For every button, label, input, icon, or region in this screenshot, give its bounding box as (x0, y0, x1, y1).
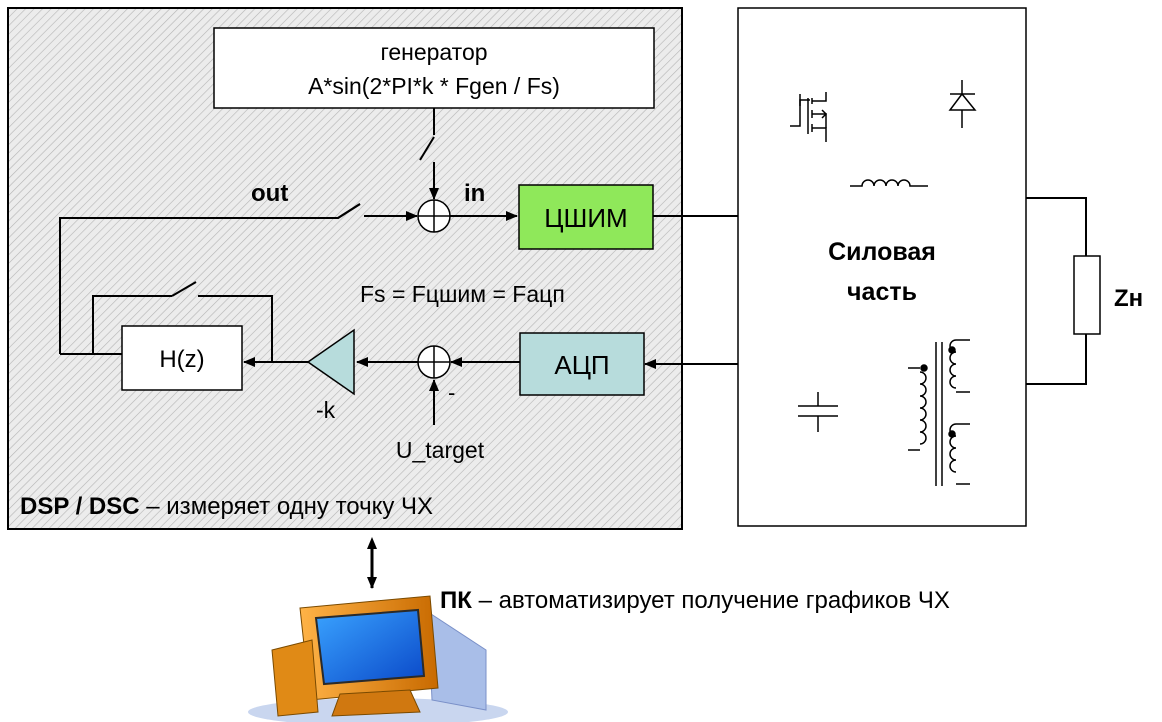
load-impedance (1073, 255, 1101, 335)
load-label: Zн (1114, 285, 1143, 312)
gain-amplifier (306, 328, 355, 396)
power-stage-label-1: Силовая (828, 238, 936, 266)
minus-sign: - (448, 380, 455, 405)
filter-block (121, 325, 243, 391)
mosfet-icon (790, 92, 828, 142)
adc-label: АЦП (554, 350, 609, 380)
gain-label: -k (316, 397, 336, 423)
pc-caption: ПК – автоматизирует получение графиков Ч… (440, 587, 950, 614)
out-switch (337, 203, 361, 219)
generator-title: генератор (380, 39, 487, 65)
computer-icon (248, 595, 508, 722)
generator-block (213, 27, 655, 109)
in-label: in (464, 180, 485, 207)
power-stage (737, 7, 1027, 527)
power-stage-label-2: часть (847, 278, 917, 306)
pwm-label: ЦШИМ (544, 203, 627, 233)
transformer-icon (908, 339, 970, 486)
bypass-switch (171, 281, 197, 297)
generator-formula: A*sin(2*PI*k * Fgen / Fs) (308, 73, 560, 99)
u-target-label: U_target (396, 437, 485, 463)
diode-icon (948, 80, 977, 128)
filter-label: H(z) (159, 346, 204, 373)
adc-block (519, 332, 645, 396)
inductor-icon (850, 179, 928, 187)
capacitor-icon (798, 392, 838, 432)
generator-switch (419, 136, 435, 161)
sampling-relation: Fs = Fцшим = Fацп (360, 281, 565, 307)
input-summer (417, 199, 451, 233)
out-label: out (251, 180, 288, 207)
dsp-caption: DSP / DSC – измеряет одну точку ЧХ (20, 493, 433, 520)
error-summer (417, 345, 451, 379)
